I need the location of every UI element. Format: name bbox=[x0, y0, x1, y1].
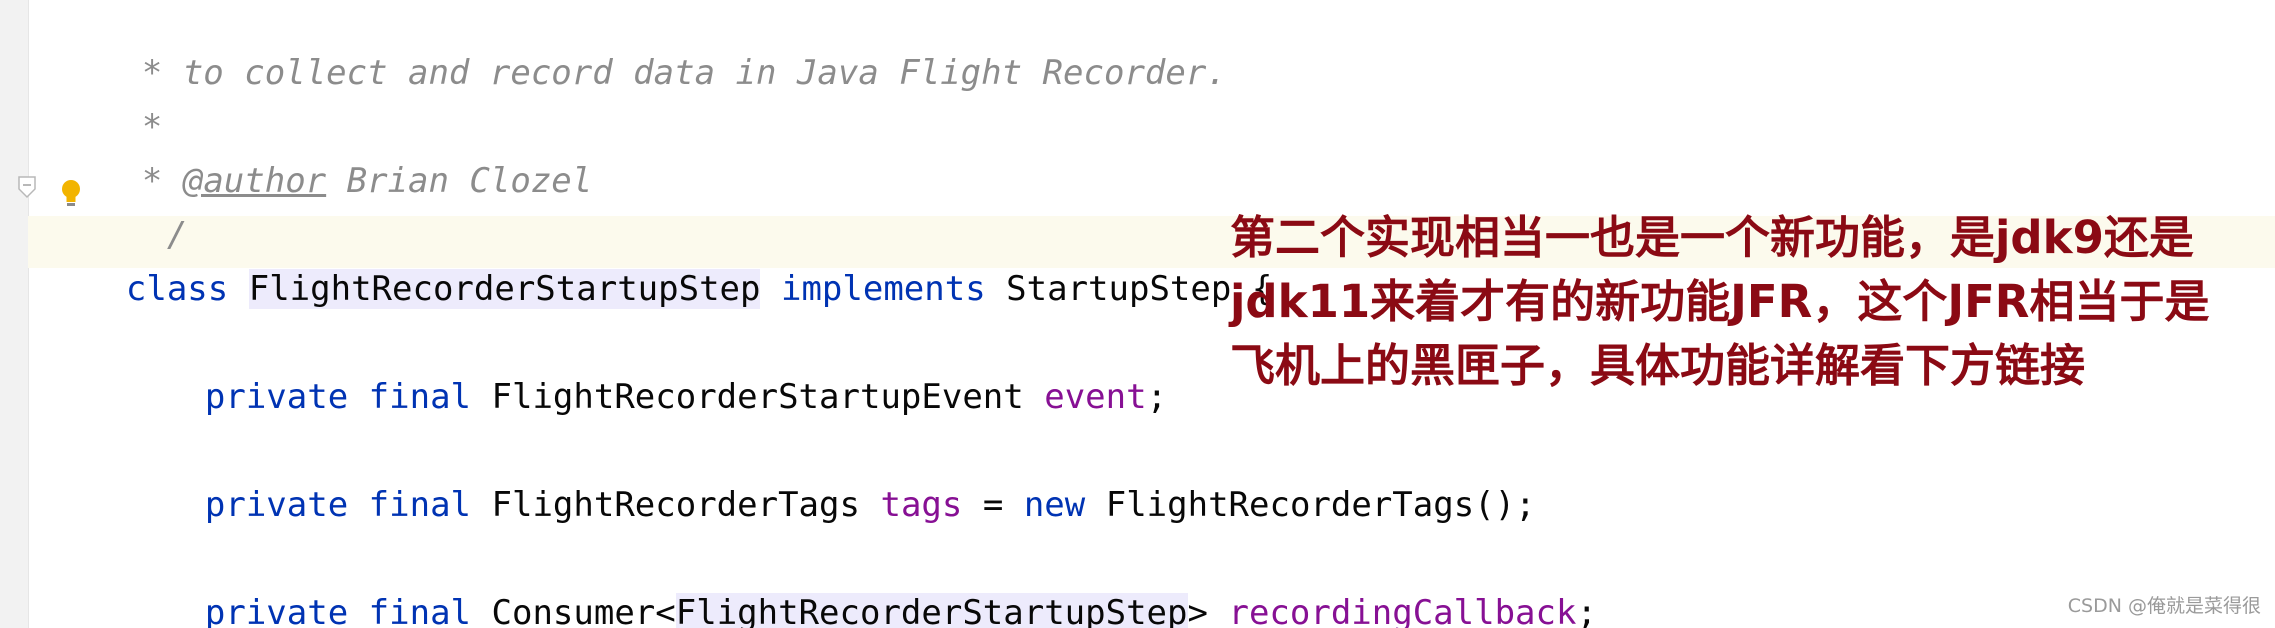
editor-gutter[interactable] bbox=[0, 0, 29, 628]
comment-line-2: * bbox=[60, 58, 162, 147]
keyword-private: private bbox=[204, 593, 349, 628]
field-type[interactable]: FlightRecorderStartupEvent bbox=[491, 377, 1024, 417]
comment-line-1: * to collect and record data in Java Fli… bbox=[60, 4, 1227, 93]
interface-name[interactable]: StartupStep bbox=[1006, 269, 1232, 309]
current-line-highlight bbox=[28, 216, 2275, 268]
comment-text: * to collect and record data in Java Fli… bbox=[141, 53, 1227, 93]
author-name: Brian Clozel bbox=[326, 161, 593, 201]
constructor-call[interactable]: FlightRecorderTags(); bbox=[1105, 485, 1536, 525]
keyword-final: final bbox=[368, 485, 472, 525]
comment-line-author: * @author Brian Clozel bbox=[60, 112, 592, 201]
generic-type-param[interactable]: FlightRecorderStartupStep bbox=[675, 593, 1188, 628]
lightbulb-icon[interactable] bbox=[58, 178, 84, 208]
field-name-event[interactable]: event bbox=[1044, 377, 1147, 417]
annotation-line-2: jdk11来着才有的新功能JFR，这个JFR相当于是 bbox=[1230, 275, 2210, 328]
fold-marker-icon[interactable] bbox=[16, 175, 38, 199]
field-name-recording-callback[interactable]: recordingCallback bbox=[1228, 593, 1577, 628]
csdn-watermark: CSDN @俺就是菜得很 bbox=[2067, 595, 2261, 617]
keyword-new: new bbox=[1023, 485, 1086, 525]
field-callback-line: private final Consumer<FlightRecorderSta… bbox=[123, 544, 1597, 628]
semicolon: ; bbox=[1146, 377, 1168, 417]
annotation-text: 第二个实现相当一也是一个新功能，是jdk9还是 jdk11来着才有的新功能JFR… bbox=[1230, 206, 2270, 398]
javadoc-author-tag: @author bbox=[182, 161, 327, 201]
open-brace: { bbox=[1251, 269, 1273, 309]
annotation-line-3: 飞机上的黑匣子，具体功能详解看下方链接 bbox=[1230, 339, 2086, 392]
assign-operator: = bbox=[982, 485, 1004, 525]
semicolon: ; bbox=[1576, 593, 1597, 628]
comment-text: / bbox=[166, 215, 188, 255]
field-event-line: private final FlightRecorderStartupEvent… bbox=[123, 328, 1167, 417]
field-type[interactable]: Consumer< bbox=[491, 593, 676, 628]
comment-end-line: / bbox=[85, 166, 187, 255]
annotation-line-1: 第二个实现相当一也是一个新功能，是jdk9还是 bbox=[1230, 211, 2194, 264]
field-type[interactable]: FlightRecorderTags bbox=[491, 485, 860, 525]
keyword-implements: implements bbox=[780, 269, 986, 309]
keyword-private: private bbox=[204, 485, 349, 525]
keyword-class: class bbox=[125, 269, 229, 309]
comment-star: * bbox=[141, 161, 183, 201]
comment-text: * bbox=[141, 107, 163, 147]
class-declaration-line: class FlightRecorderStartupStep implemen… bbox=[44, 220, 1272, 309]
field-tags-line: private final FlightRecorderTags tags = … bbox=[123, 436, 1536, 525]
keyword-private: private bbox=[204, 377, 349, 417]
keyword-final: final bbox=[368, 593, 472, 628]
field-name-tags[interactable]: tags bbox=[880, 485, 963, 525]
keyword-final: final bbox=[368, 377, 472, 417]
generic-close: > bbox=[1187, 593, 1208, 628]
class-name[interactable]: FlightRecorderStartupStep bbox=[248, 269, 761, 309]
